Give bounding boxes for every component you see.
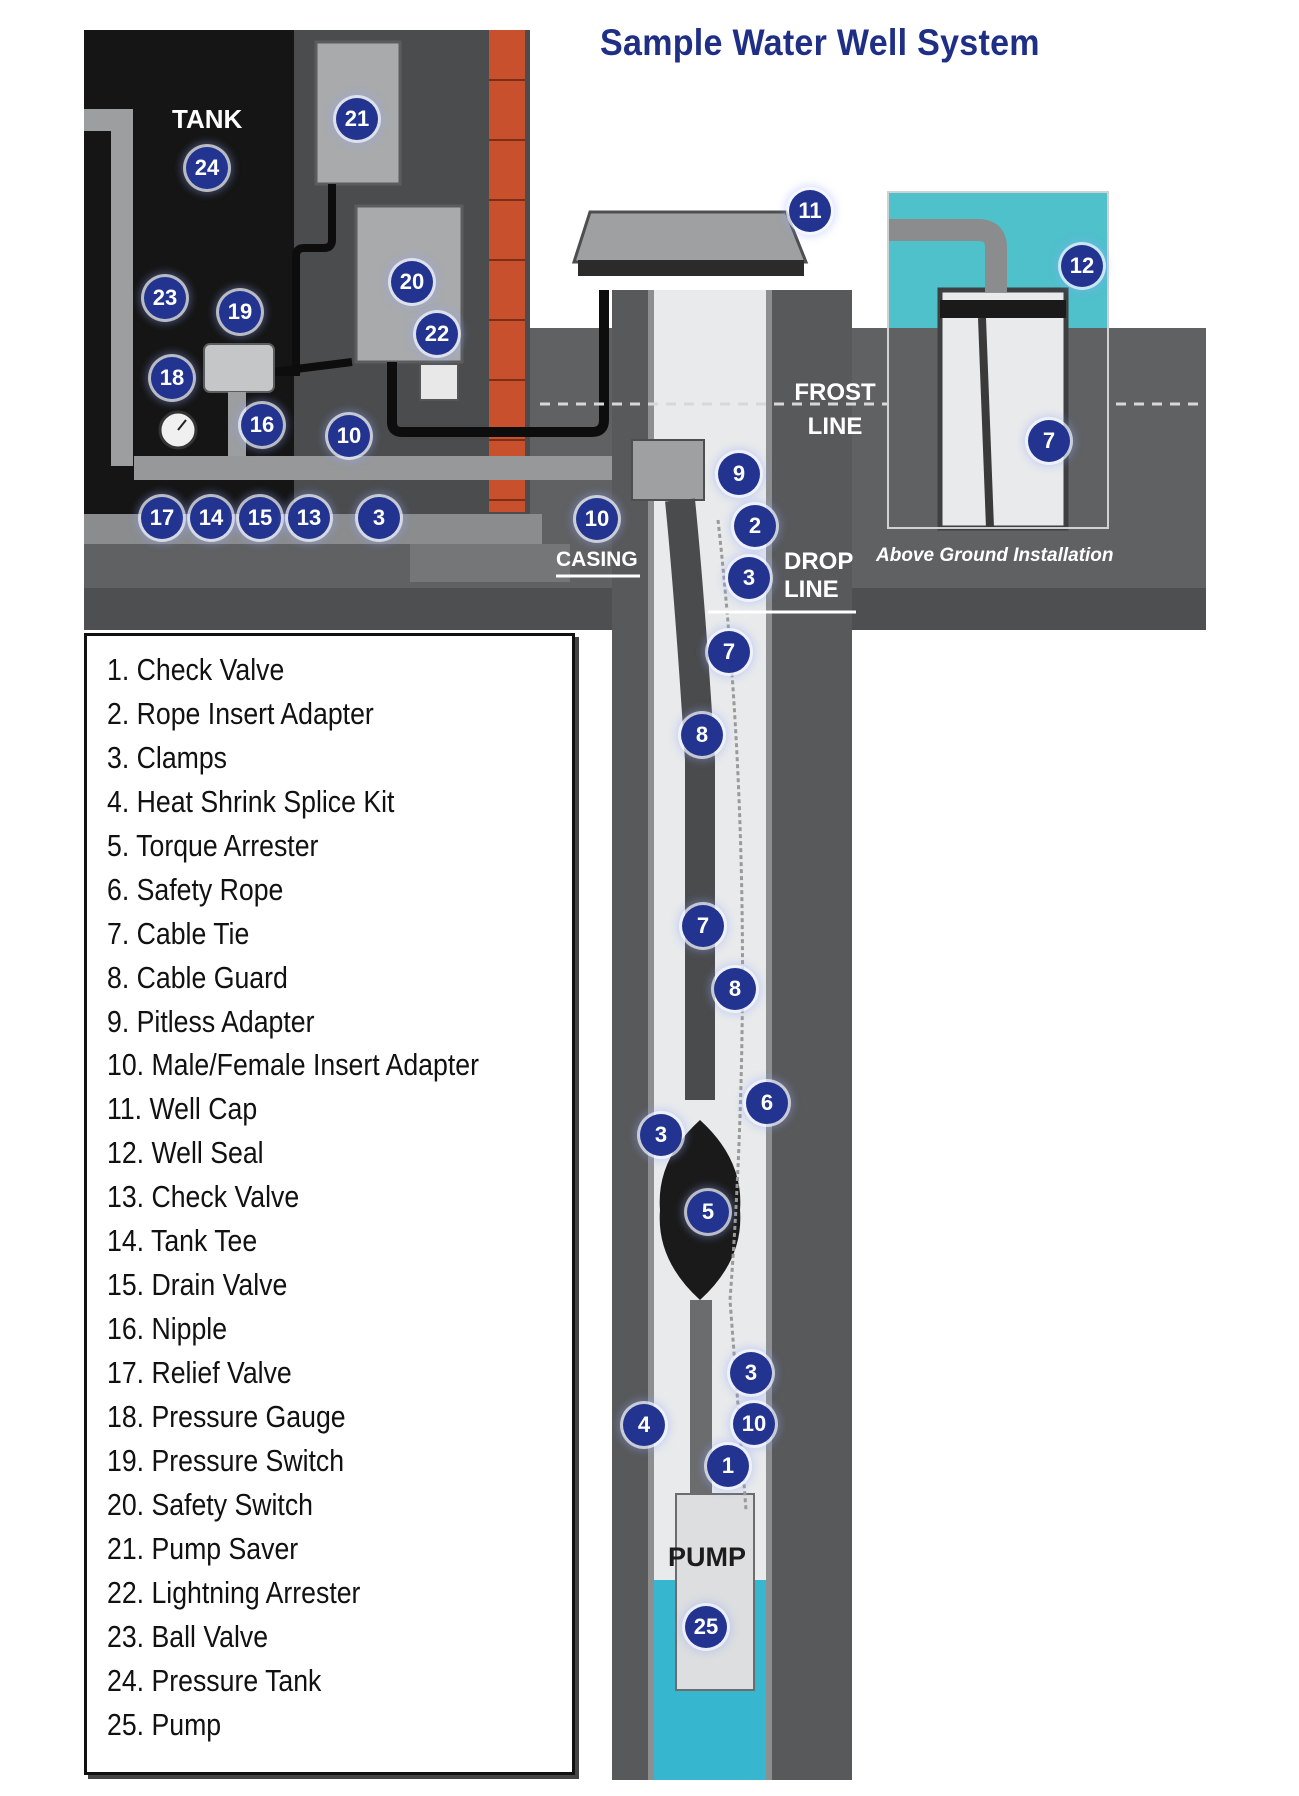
inset-casing	[940, 290, 1066, 528]
callout-marker: 2	[734, 505, 776, 547]
legend-item: 21. Pump Saver	[107, 1529, 479, 1573]
legend-item: 4. Heat Shrink Splice Kit	[107, 782, 479, 826]
diagram-title: Sample Water Well System	[600, 22, 1060, 64]
callout-marker: 1	[707, 1445, 749, 1487]
callout-marker: 5	[687, 1191, 729, 1233]
callout-marker: 23	[144, 277, 186, 319]
legend-item: 24. Pressure Tank	[107, 1661, 479, 1705]
above-ground-label: Above Ground Installation	[876, 545, 1114, 567]
legend-list: 1. Check Valve 2. Rope Insert Adapter 3.…	[107, 650, 540, 1748]
well-cap-icon	[574, 212, 806, 262]
callout-marker: 13	[288, 497, 330, 539]
pump-label: PUMP	[668, 1542, 746, 1573]
callout-marker: 24	[186, 147, 228, 189]
legend-item: 5. Torque Arrester	[107, 826, 479, 870]
callout-marker: 19	[219, 291, 261, 333]
callout-marker: 21	[336, 98, 378, 140]
legend-item: 15. Drain Valve	[107, 1265, 479, 1309]
callout-marker: 11	[789, 190, 831, 232]
callout-marker: 17	[141, 497, 183, 539]
legend-item: 16. Nipple	[107, 1309, 479, 1353]
callout-marker: 4	[623, 1404, 665, 1446]
lightning-arrester-box	[420, 364, 458, 400]
legend-item: 11. Well Cap	[107, 1089, 479, 1133]
callout-marker: 8	[714, 968, 756, 1010]
callout-marker: 9	[718, 453, 760, 495]
callout-marker: 20	[391, 261, 433, 303]
legend-item: 7. Cable Tie	[107, 914, 479, 958]
legend-item: 8. Cable Guard	[107, 958, 479, 1002]
legend-item: 22. Lightning Arrester	[107, 1573, 479, 1617]
callout-marker: 7	[708, 631, 750, 673]
callout-marker: 10	[576, 498, 618, 540]
footing	[410, 544, 570, 582]
legend-item: 6. Safety Rope	[107, 870, 479, 914]
well-casing-line	[648, 290, 654, 1780]
legend-item: 12. Well Seal	[107, 1133, 479, 1177]
callout-marker: 3	[358, 497, 400, 539]
callout-marker: 15	[239, 497, 281, 539]
legend-item: 17. Relief Valve	[107, 1353, 479, 1397]
callout-marker: 14	[190, 497, 232, 539]
tank-label: TANK	[172, 104, 242, 135]
legend-item: 3. Clamps	[107, 738, 479, 782]
legend-item: 14. Tank Tee	[107, 1221, 479, 1265]
callout-marker: 12	[1061, 245, 1103, 287]
callout-marker: 3	[640, 1114, 682, 1156]
legend-item: 19. Pressure Switch	[107, 1441, 479, 1485]
callout-marker: 18	[151, 357, 193, 399]
legend-item: 20. Safety Switch	[107, 1485, 479, 1529]
legend-item: 18. Pressure Gauge	[107, 1397, 479, 1441]
legend-item: 23. Ball Valve	[107, 1617, 479, 1661]
well-cap-flange	[578, 260, 804, 276]
callout-marker: 7	[682, 905, 724, 947]
callout-marker: 10	[733, 1403, 775, 1445]
callout-marker: 8	[681, 714, 723, 756]
supply-line	[134, 456, 654, 480]
pitless-adapter	[632, 440, 704, 500]
callout-marker: 10	[328, 415, 370, 457]
legend-item: 10. Male/Female Insert Adapter	[107, 1045, 479, 1089]
callout-marker: 3	[730, 1352, 772, 1394]
callout-marker: 3	[728, 557, 770, 599]
pump-icon	[676, 1494, 754, 1690]
legend-item: 25. Pump	[107, 1705, 479, 1749]
legend-item: 2. Rope Insert Adapter	[107, 694, 479, 738]
pressure-switch	[204, 344, 274, 392]
callout-marker: 7	[1028, 420, 1070, 462]
inset-well-seal	[940, 300, 1066, 318]
legend-item: 13. Check Valve	[107, 1177, 479, 1221]
casing-label: CASING	[556, 548, 638, 572]
legend-item: 1. Check Valve	[107, 650, 479, 694]
callout-marker: 16	[241, 404, 283, 446]
callout-marker: 22	[416, 313, 458, 355]
legend-box: 1. Check Valve 2. Rope Insert Adapter 3.…	[84, 633, 575, 1775]
callout-marker: 25	[685, 1606, 727, 1648]
callout-marker: 6	[746, 1082, 788, 1124]
legend-item: 9. Pitless Adapter	[107, 1002, 479, 1046]
